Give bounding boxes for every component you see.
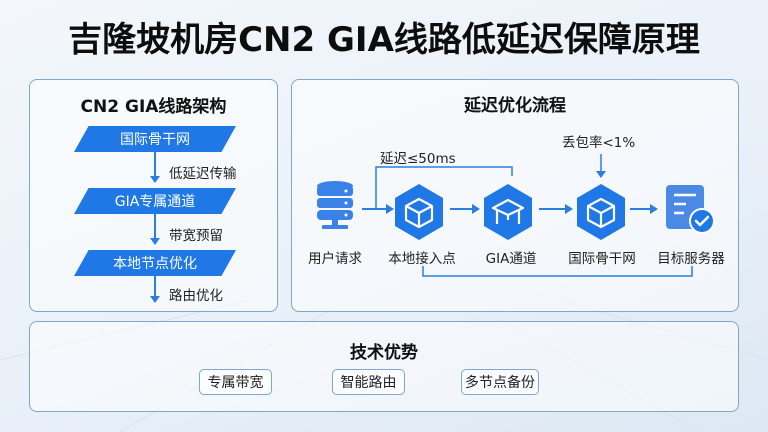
node-label-gia-channel: GIA通道 xyxy=(485,251,537,267)
layer-international-backbone: 国际骨干网 xyxy=(74,126,236,152)
connector-line xyxy=(154,214,156,240)
connector-label-low-latency: 低延迟传输 xyxy=(169,166,237,182)
advantage-multi-node-backup: 多节点备份 xyxy=(461,369,539,395)
advantage-smart-routing: 智能路由 xyxy=(332,369,405,395)
arrow-down-icon xyxy=(150,296,160,303)
flow-connector xyxy=(539,208,567,210)
architecture-panel: CN2 GIA线路架构 国际骨干网 低延迟传输 GIA专属通道 带宽预留 本地节… xyxy=(29,79,278,312)
arrow-right-icon xyxy=(386,204,394,214)
advantages-heading: 技术优势 xyxy=(350,343,418,363)
layer-local-node: 本地节点优化 xyxy=(74,250,236,276)
node-label-backbone: 国际骨干网 xyxy=(568,251,636,267)
advantages-panel xyxy=(29,321,739,412)
gateway-icon xyxy=(484,182,532,240)
node-label-local-access: 本地接入点 xyxy=(388,251,456,267)
connector-line xyxy=(154,152,156,178)
page-title: 吉隆坡机房CN2 GIA线路低延迟保障原理 xyxy=(68,20,700,60)
node-label-target-server: 目标服务器 xyxy=(657,251,725,267)
layer-gia-channel: GIA专属通道 xyxy=(74,188,236,214)
arrow-right-icon xyxy=(472,204,480,214)
document-check-icon xyxy=(664,183,715,235)
connector-label-bandwidth: 带宽预留 xyxy=(169,228,223,244)
database-server-icon xyxy=(312,180,358,232)
flow-connector xyxy=(362,208,388,210)
packet-loss-note: 丢包率<1% xyxy=(562,135,636,151)
arrow-right-icon xyxy=(650,204,658,214)
flow-connector xyxy=(450,208,474,210)
arrow-down-icon xyxy=(150,238,160,245)
flow-heading: 延迟优化流程 xyxy=(464,96,566,116)
architecture-heading: CN2 GIA线路架构 xyxy=(80,97,227,117)
connector-line xyxy=(154,276,156,298)
cube-icon xyxy=(395,182,443,240)
cube-icon xyxy=(577,182,625,240)
advantage-dedicated-bandwidth: 专属带宽 xyxy=(199,369,272,395)
flow-connector xyxy=(630,208,652,210)
arrow-down-icon xyxy=(150,176,160,183)
arrow-right-icon xyxy=(565,204,573,214)
node-label-user-request: 用户请求 xyxy=(308,251,362,267)
connector-label-routing: 路由优化 xyxy=(169,288,223,304)
latency-note: 延迟≤50ms xyxy=(380,151,456,167)
